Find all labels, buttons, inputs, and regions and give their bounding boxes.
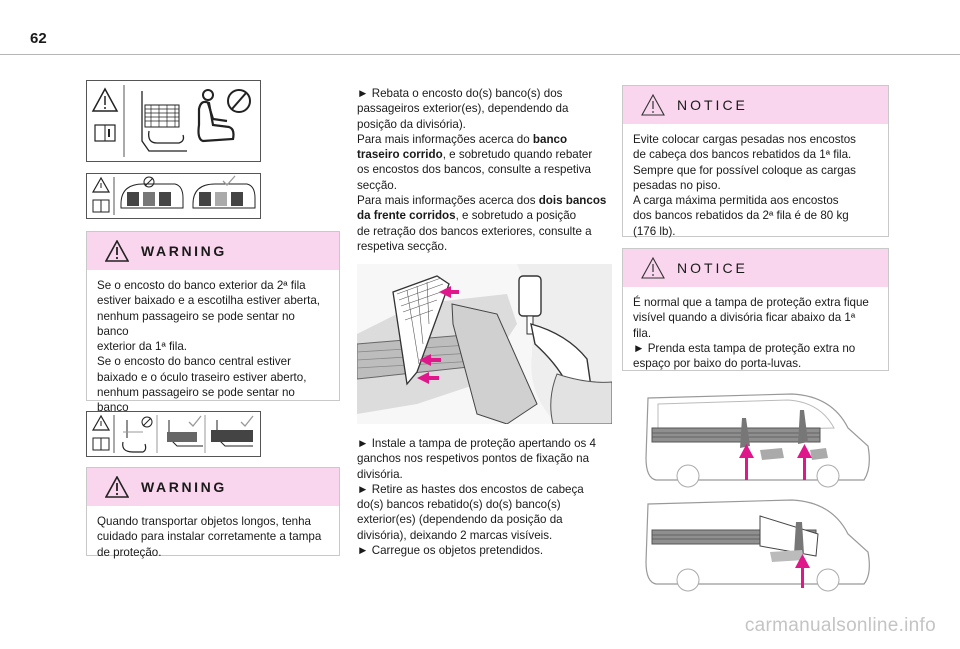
seat-warning-pictogram-1	[86, 80, 261, 162]
bold-term: da frente corridos	[357, 209, 456, 223]
check-icon	[188, 415, 202, 427]
warning-box-1: WARNING Se o encosto do banco exterior d…	[86, 231, 340, 430]
text-line: (176 lb).	[633, 224, 676, 238]
text-line: Quando transportar objetos longos, tenha	[97, 515, 311, 528]
attachment-arrow	[795, 554, 810, 588]
notice-title: NOTICE	[677, 260, 748, 276]
attachment-arrow	[739, 444, 812, 480]
attachment-arrow	[417, 286, 459, 384]
text-line: divisória), deixando 2 marcas visíveis.	[357, 528, 553, 542]
text-line: exterior da 1ª fila.	[97, 340, 187, 354]
text-line: da frente corridos, e sobretudo a posiçã…	[357, 208, 622, 223]
text-line: baixado e o óculo traseiro estiver abert…	[97, 370, 307, 384]
van-cargo-diagram-2	[642, 494, 874, 592]
bold-term: banco	[532, 132, 568, 146]
bold-term: traseiro corrido	[357, 148, 443, 162]
text-run: , e sobretudo quando rebater	[442, 148, 593, 162]
manual-book-icon	[92, 199, 110, 213]
text-line: Sempre que for possível coloque as carga…	[633, 163, 856, 177]
warning-triangle-icon	[641, 257, 665, 279]
page-number: 62	[30, 30, 47, 47]
text-line: fila.	[633, 326, 652, 340]
text-line: ► Prenda esta tampa de proteção extra no	[633, 341, 856, 355]
text-line: Para mais informações acerca do banco	[357, 132, 622, 147]
text-line: os encostos dos bancos, consulte a respe…	[357, 163, 591, 177]
text-line: Para mais informações acerca dos dois ba…	[357, 193, 622, 208]
notice-box-header: NOTICE	[623, 249, 888, 287]
text-line: espaço por baixo do porta-luvas.	[633, 357, 802, 371]
warning-body: Se o encosto do banco exterior da 2ª fil…	[87, 270, 339, 431]
warning-box-header: WARNING	[87, 468, 339, 506]
text-line: traseiro corrido, e sobretudo quando reb…	[357, 147, 622, 162]
check-icon	[222, 175, 236, 186]
folded-seat-cargo-icon	[141, 91, 187, 152]
notice-body: É normal que a tampa de proteção extra f…	[623, 287, 888, 371]
notice-box-2: NOTICE É normal que a tampa de proteção …	[622, 248, 889, 371]
check-icon	[240, 415, 254, 427]
rear-seats-top-view-1	[120, 176, 184, 209]
warning-triangle-icon	[91, 87, 119, 112]
warning-box-header: WARNING	[87, 232, 339, 270]
text-line: exterior(es) (dependendo da posição da	[357, 513, 563, 527]
text-line: de proteção.	[97, 545, 162, 559]
text-line: nenhum passageiro se pode sentar no banc…	[97, 309, 295, 338]
seat-warning-pictogram-3	[86, 411, 261, 457]
watermark: carmanualsonline.info	[744, 615, 936, 636]
seat-upright-no-icon	[122, 416, 153, 453]
text-line: visível quando a divisória ficar abaixo …	[633, 311, 856, 325]
long-cargo-icon	[211, 415, 254, 447]
notice-box-header: NOTICE	[623, 86, 888, 124]
text-line: A carga máxima permitida aos encostos	[633, 194, 839, 208]
text-line: de cabeça dos bancos rebatidos da 1ª fil…	[633, 148, 852, 162]
text-line: de retração dos bancos exteriores, consu…	[357, 224, 592, 238]
warning-triangle-icon	[91, 414, 111, 431]
text-line: É normal que a tampa de proteção extra f…	[633, 296, 869, 309]
bold-term: dois bancos	[538, 194, 607, 208]
text-line: cuidado para instalar corretamente a tam…	[97, 530, 322, 544]
notice-title: NOTICE	[677, 97, 748, 113]
rear-seats-top-view-2	[192, 175, 256, 209]
text-line: posição da divisória).	[357, 117, 466, 131]
text-line: Se o encosto do banco exterior da 2ª fil…	[97, 279, 306, 292]
text-line: ► Instale a tampa de proteção apertando …	[357, 437, 596, 450]
text-line: dos bancos rebatidos da 2ª fila é de 80 …	[633, 209, 849, 223]
text-run: , e sobretudo a posição	[455, 209, 577, 223]
text-line: divisória.	[357, 467, 403, 481]
warning-body: Quando transportar objetos longos, tenha…	[87, 506, 339, 560]
text-line: estiver baixado e a escotilha estiver ab…	[97, 294, 320, 308]
warning-box-2: WARNING Quando transportar objetos longo…	[86, 467, 340, 559]
text-run: Para mais informações acerca do	[357, 132, 533, 146]
warning-triangle-icon	[91, 176, 111, 193]
text-line: secção.	[357, 178, 397, 192]
seat-folded-cargo-icon	[167, 415, 203, 447]
warning-triangle-icon	[105, 240, 129, 262]
instructions-top: ► Rebata o encosto do(s) banco(s) dos pa…	[357, 86, 622, 254]
manual-book-icon	[92, 437, 110, 451]
text-line: Evite colocar cargas pesadas nos encosto…	[633, 133, 856, 146]
text-line: ► Rebata o encosto do(s) banco(s) dos	[357, 87, 563, 100]
text-run: Para mais informações acerca dos	[357, 194, 539, 208]
text-line: pesadas no piso.	[633, 178, 721, 192]
text-line: ► Carregue os objetos pretendidos.	[357, 544, 544, 558]
warning-title: WARNING	[141, 479, 227, 495]
notice-box-1: NOTICE Evite colocar cargas pesadas nos …	[622, 85, 889, 239]
protection-cover-illustration	[356, 264, 613, 425]
text-line: passageiros exterior(es), dependendo da	[357, 102, 569, 116]
header-divider	[0, 54, 960, 55]
warning-triangle-icon	[105, 476, 129, 498]
notice-body: Evite colocar cargas pesadas nos encosto…	[623, 124, 888, 239]
no-seat-icon	[197, 89, 251, 143]
text-line: respetiva secção.	[357, 239, 448, 253]
seat-warning-pictogram-2	[86, 173, 261, 219]
warning-triangle-icon	[641, 94, 665, 116]
text-line: ganchos nos respetivos pontos de fixação…	[357, 452, 590, 466]
text-line: Se o encosto do banco central estiver	[97, 355, 291, 369]
manual-book-icon	[94, 124, 116, 142]
van-cargo-diagram-1	[642, 388, 874, 488]
warning-title: WARNING	[141, 243, 227, 259]
instructions-bottom: ► Instale a tampa de proteção apertando …	[357, 436, 622, 558]
text-line: ► Retire as hastes dos encostos de cabeç…	[357, 482, 584, 496]
text-line: do(s) bancos rebatido(s) do(s) banco(s)	[357, 498, 561, 512]
